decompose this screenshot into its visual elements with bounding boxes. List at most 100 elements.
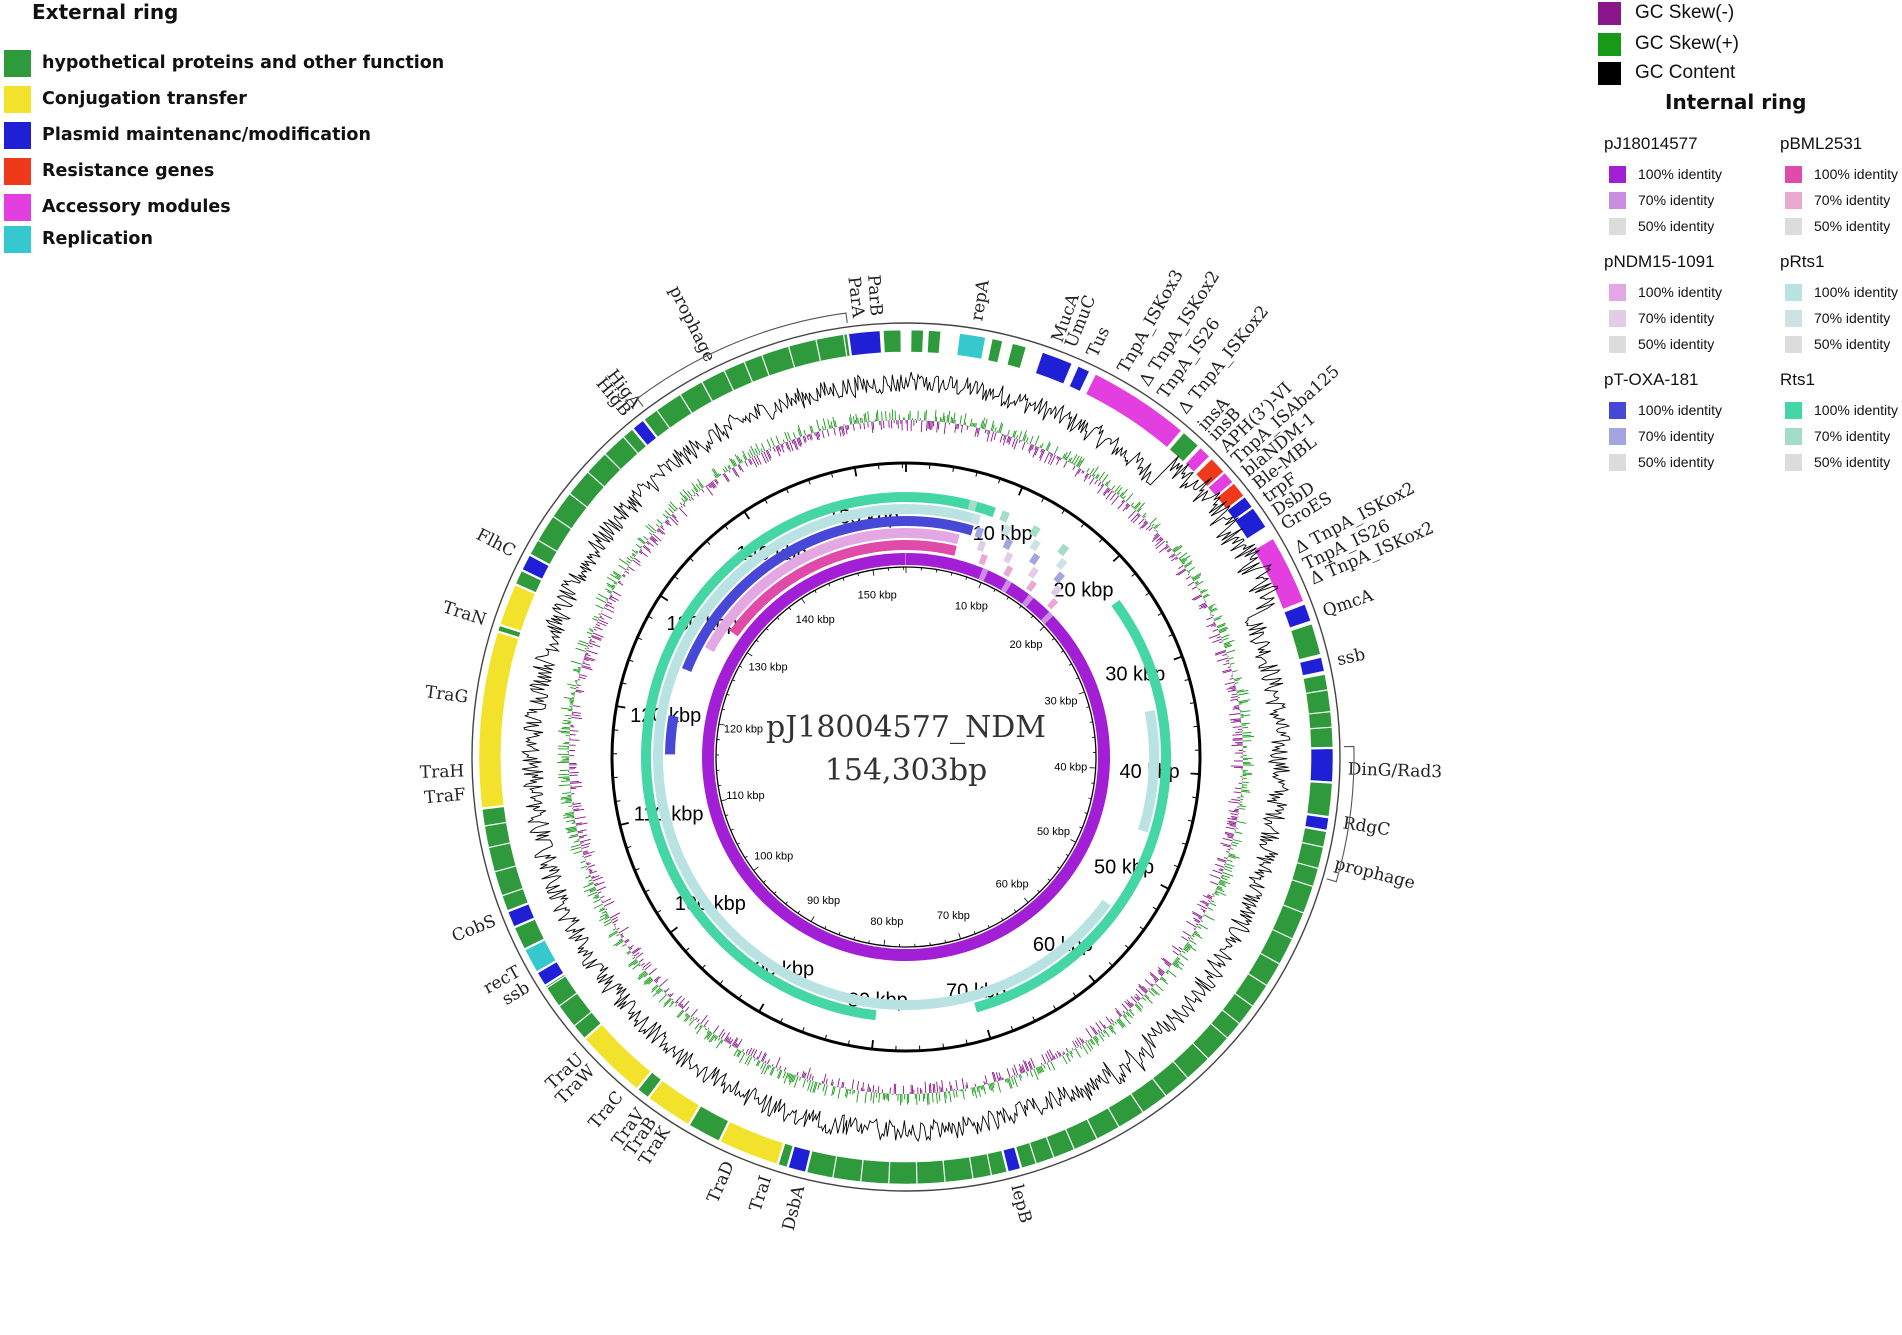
- internal-ring-legend-title: Internal ring: [1665, 90, 1807, 114]
- inner-ruler-tick: [814, 590, 817, 594]
- ruler-tick: [1098, 538, 1104, 543]
- inner-ruler-tick: [842, 577, 845, 581]
- ruler-label: 20 kbp: [1053, 580, 1113, 602]
- inner-ruler-tick: [965, 576, 968, 580]
- feature-block-plasmid: [1234, 507, 1267, 540]
- gene-separator: [1308, 711, 1331, 715]
- ruler-tick: [871, 1039, 874, 1050]
- identity-fragment: [1003, 551, 1014, 564]
- inner-ruler-tick: [1057, 866, 1060, 869]
- inner-ruler-label: 150 kbp: [858, 590, 897, 602]
- feature-block-conjugation: [648, 1080, 700, 1125]
- inner-ruler-tick: [1039, 626, 1045, 632]
- ruler-tick: [986, 1029, 992, 1039]
- feature-block-other: [778, 1143, 794, 1168]
- legend-label: 70% identity: [1814, 310, 1891, 326]
- identity-arc-pRts1: [906, 504, 980, 525]
- legend-swatch: [4, 193, 31, 221]
- legend-block-name: pRts1: [1780, 252, 1825, 271]
- legend-label: Conjugation transfer: [42, 89, 247, 109]
- legend-block-name: pBML2531: [1780, 134, 1863, 153]
- ruler-tick: [1080, 522, 1085, 528]
- gene-separator: [558, 992, 578, 1007]
- inner-ruler-label: 130 kbp: [749, 661, 788, 673]
- legend-swatch: [1609, 335, 1626, 353]
- ruler-tick: [779, 1018, 783, 1023]
- identity-fragment: [1050, 584, 1062, 597]
- legend-block-name: Rts1: [1780, 370, 1815, 389]
- ruler-tick: [719, 980, 724, 985]
- feature-block-other: [497, 625, 521, 638]
- legend-label: 100% identity: [1814, 166, 1899, 182]
- ruler-tick: [1187, 819, 1193, 822]
- legend-item-replication: Replication: [4, 224, 153, 254]
- feature-block-accessory: [1085, 374, 1182, 448]
- legend-item-resistance: Resistance genes: [4, 156, 214, 186]
- inner-ruler-tick: [1030, 615, 1034, 619]
- feature-block-plasmid: [507, 903, 535, 927]
- inner-ruler-tick: [1070, 839, 1076, 843]
- ruler-tick: [701, 964, 706, 969]
- gene-separator: [679, 394, 693, 414]
- legend-label: 50% identity: [1814, 218, 1891, 234]
- identity-fragment: [978, 553, 988, 566]
- gene-label: TraD: [703, 1158, 739, 1206]
- ruler-tick: [656, 909, 662, 914]
- ruler-tick: [824, 1034, 827, 1040]
- legend-row: 70% identity: [1780, 305, 1902, 331]
- gene-separator: [701, 381, 713, 402]
- identity-fragment: [967, 499, 978, 512]
- ruler-tick: [644, 889, 650, 893]
- gene-separator: [842, 334, 848, 357]
- ruler-tick: [1192, 796, 1198, 799]
- identity-arc-pBML2531: [906, 540, 957, 556]
- feature-block-replication: [524, 939, 557, 972]
- inner-ruler-tick: [1068, 663, 1072, 666]
- gc-content-track: [520, 371, 1291, 1142]
- legend-row: 100% identity: [1604, 397, 1764, 423]
- legend-row: 50% identity: [1780, 331, 1902, 357]
- ruler-tick: [628, 659, 634, 662]
- internal-ring-legend: GC Skew(-) GC Skew(+) GC Content Interna…: [1590, 0, 1900, 480]
- gene-separator: [604, 453, 622, 471]
- inner-ruler-label: 30 kbp: [1045, 696, 1078, 708]
- identity-fragment: [978, 568, 989, 582]
- feature-block-other: [689, 1105, 729, 1142]
- feature-block-other: [481, 806, 529, 911]
- legend-swatch: [1785, 453, 1802, 471]
- inner-ruler-tick: [788, 607, 792, 610]
- legend-block-rts1: Rts1 100% identity 70% identity 50% iden…: [1780, 370, 1902, 475]
- inner-ruler-tick: [739, 665, 743, 668]
- ruler-tick: [1139, 926, 1145, 931]
- inner-ruler-tick: [978, 582, 982, 589]
- ruler-tick: [942, 1043, 945, 1049]
- gene-separator: [1152, 1077, 1167, 1097]
- prophage-bracket: [1326, 745, 1355, 883]
- inner-ruler-tick: [944, 939, 946, 943]
- gene-separator: [484, 821, 507, 827]
- ruler-tick: [743, 510, 750, 520]
- gene-separator: [1210, 1023, 1228, 1039]
- gene-separator: [494, 865, 517, 873]
- prophage-bracket: [636, 312, 848, 407]
- gene-separator: [832, 1155, 838, 1178]
- legend-row: 50% identity: [1604, 331, 1764, 357]
- legend-swatch: [4, 121, 31, 149]
- ruler-tick: [975, 471, 978, 477]
- legend-row: 100% identity: [1780, 279, 1902, 305]
- gene-label: ssb: [1335, 645, 1367, 671]
- feature-block-other: [637, 1072, 662, 1098]
- inner-ruler-tick: [993, 589, 996, 593]
- legend-label: 70% identity: [1814, 192, 1891, 208]
- legend-row: 70% identity: [1604, 423, 1764, 449]
- gene-separator: [888, 1161, 891, 1184]
- legend-swatch: [1785, 217, 1802, 235]
- legend-item-other-function: hypothetical proteins and other function: [4, 48, 444, 78]
- identity-fragment: [971, 513, 982, 525]
- feature-block-accessory: [1185, 447, 1210, 473]
- legend-swatch: [1609, 309, 1626, 327]
- legend-row: 70% identity: [1780, 423, 1902, 449]
- inner-ruler-tick: [1060, 650, 1064, 653]
- identity-rings: [641, 492, 1171, 1021]
